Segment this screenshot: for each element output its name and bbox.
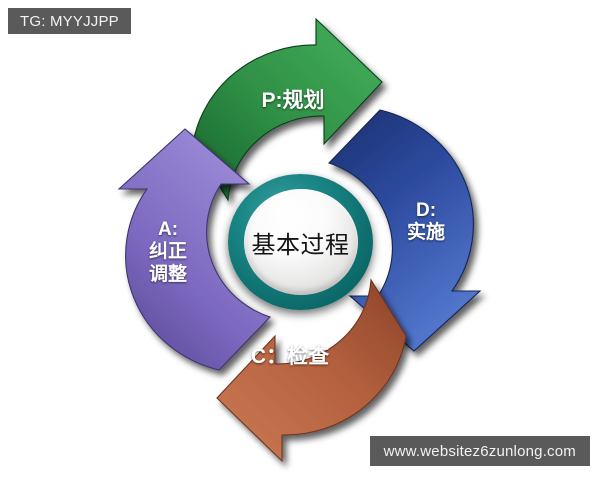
center-hub-label: 基本过程	[251, 230, 350, 259]
arrow-check[interactable]	[216, 278, 407, 463]
arrow-act[interactable]	[117, 128, 272, 371]
arrow-do[interactable]	[327, 109, 482, 352]
watermark-top-left: TG: MYYJJPP	[8, 8, 131, 34]
center-hub-inner: 基本过程	[243, 189, 358, 295]
center-hub[interactable]: 基本过程	[228, 174, 373, 310]
arrow-plan[interactable]	[192, 17, 383, 202]
watermark-bottom-right: www.websitez6zunlong.com	[369, 436, 590, 466]
